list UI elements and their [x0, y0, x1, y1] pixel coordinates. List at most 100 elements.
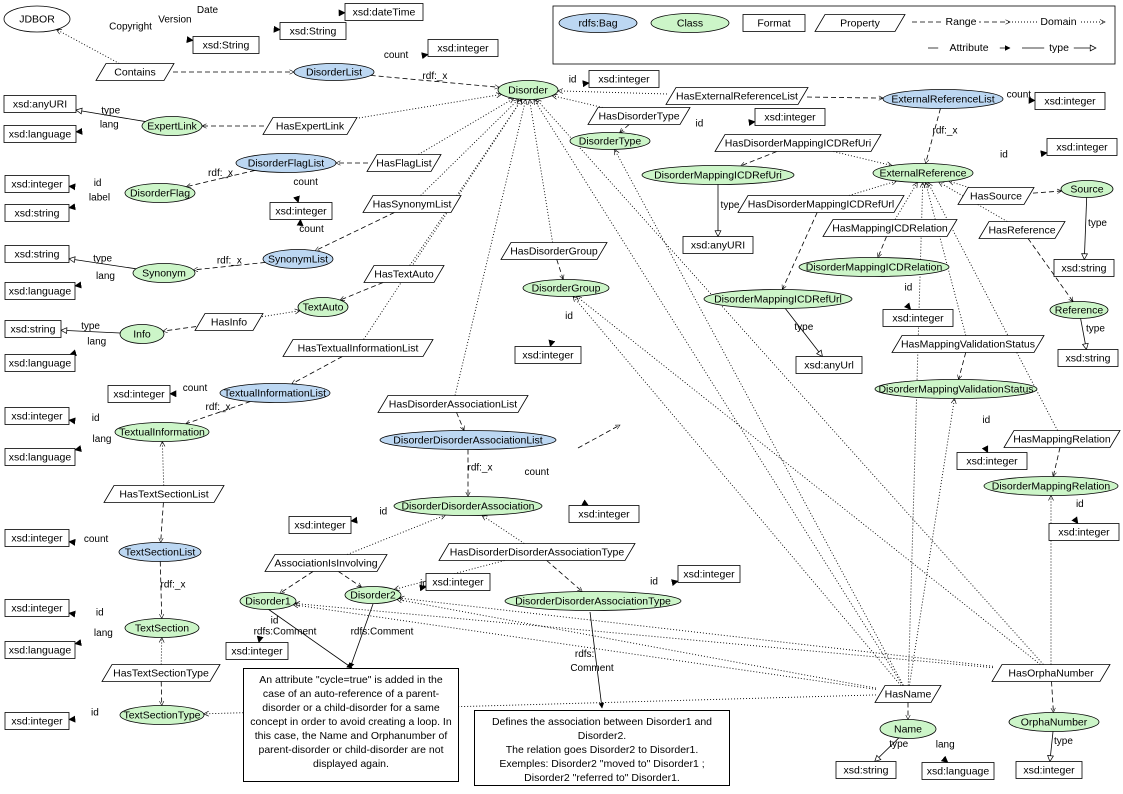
edge-synonym-list-to-int-dfl: count: [296, 218, 324, 235]
node-int-ti: xsd:integer: [4, 407, 70, 425]
edge-has-text-section-type-to-text-section: [161, 637, 162, 665]
node-has-disorder-association-list: HasDisorderAssociationList: [377, 395, 529, 413]
edge-has-reference-to-reference: [1027, 238, 1073, 302]
node-has-reference: HasReference: [978, 221, 1066, 239]
legend-item-format: Format: [742, 14, 806, 32]
node-disorder: Disorder: [497, 80, 559, 100]
node-int-dlcount: xsd:integer: [427, 39, 499, 57]
link-has-name-to-disorder-type: [614, 149, 904, 686]
edge-expert-link-to-uri-el: type: [76, 105, 146, 122]
node-label: HasSynonymList: [373, 199, 452, 211]
edge-has-text-section-list-to-textual-information: [162, 441, 163, 486]
node-textual-information: TextualInformation: [114, 422, 210, 442]
svg-text:Format: Format: [757, 18, 790, 30]
edge-association-is-involving-to-disorder-disorder-association: [347, 515, 445, 555]
edge-label-id: id: [696, 119, 704, 130]
svg-text:Class: Class: [677, 18, 703, 30]
node-label: ExpertLink: [147, 121, 197, 133]
edge-has-text-auto-to-text-auto: [340, 282, 384, 301]
node-label: xsd:integer: [113, 389, 165, 401]
node-orpha-number: OrphaNumber: [1008, 712, 1100, 732]
edge-label-id: id: [271, 615, 279, 626]
edge-label-rdf-x: rdf:_x: [206, 402, 231, 413]
node-label: HasDisorderMappingICDRefUri: [725, 138, 871, 150]
node-label: Reference: [1055, 305, 1104, 317]
edge-label-count: count: [384, 50, 409, 61]
node-int-df: xsd:integer: [4, 175, 70, 193]
edge-textual-information-list-to-int-til: count: [169, 383, 207, 398]
edge-has-synonym-list-to-disorder: [420, 99, 519, 196]
node-label: DisorderDisorderAssociation: [401, 501, 534, 513]
node-label: HasName: [885, 689, 932, 701]
edge-external-reference-list-to-external-reference: rdf:_x: [926, 108, 958, 163]
node-int-orpha: xsd:integer: [1015, 761, 1083, 779]
node-text-section-list: TextSectionList: [118, 542, 202, 562]
edge-label-id: id: [94, 178, 102, 189]
node-str-df: xsd:string: [4, 204, 70, 222]
link-has-orpha-number-to-disorder: [536, 99, 1044, 665]
edge-disorder-list-to-int-dlcount: count: [384, 50, 429, 61]
edge-label-date: Date: [197, 5, 219, 16]
node-label: xsd:integer: [892, 313, 944, 325]
node-disorder-mapping-icdref-uri: DisorderMappingICDRefUri: [641, 165, 795, 185]
edge-has-disorder-association-list-to-disorder-disorder-association-list: [456, 412, 465, 431]
node-label: HasInfo: [211, 317, 247, 329]
node-label: TextSection: [135, 623, 189, 635]
note-association-line: Defines the association between Disorder…: [491, 716, 713, 742]
node-label: TextualInformationList: [224, 388, 326, 400]
node-label: xsd:integer: [437, 43, 489, 55]
edge-has-disorder-disorder-association-type-to-disorder-disorder-association-type: [546, 560, 583, 592]
edge-disorder-disorder-association-type-to-int-ddat: id: [650, 576, 679, 587]
node-label: HasDisorderAssociationList: [389, 399, 517, 411]
edge-jdbor-to-dt-date: Date: [197, 5, 346, 17]
legend-item-class: Class: [650, 13, 730, 33]
node-int-d2: xsd:integer: [425, 573, 491, 591]
node-disorder-type: DisorderType: [569, 132, 651, 150]
node-str-syn: xsd:string: [4, 245, 70, 263]
node-label: xsd:integer: [275, 206, 327, 218]
node-int-mvs: xsd:integer: [956, 452, 1028, 470]
edge-name-to-str-name: type: [875, 737, 909, 762]
node-disorder-disorder-association: DisorderDisorderAssociation: [393, 496, 543, 516]
edge-label-type: type: [1054, 736, 1073, 747]
node-label: AssociationIsInvolving: [274, 558, 377, 570]
comment-arrow-2: [349, 603, 374, 669]
rdfs-comment-label-1: rdfs:Comment: [254, 627, 317, 638]
node-dt-date: xsd:dateTime: [344, 3, 424, 21]
node-int-d1: xsd:integer: [225, 642, 289, 660]
node-lang-info: xsd:language: [4, 354, 76, 372]
node-label: Name: [894, 724, 922, 736]
node-text-section-type: TextSectionType: [119, 705, 205, 725]
edge-has-text-auto-to-disorder: [409, 99, 522, 266]
edge-label-type: type: [721, 200, 740, 211]
node-label: JDBOR: [19, 14, 55, 26]
node-has-source: HasSource: [957, 187, 1035, 205]
node-label: HasSource: [970, 191, 1022, 203]
edge-has-text-section-list-to-text-section-list: [161, 502, 164, 543]
node-label: xsd:anyUrl: [804, 360, 854, 372]
edge-has-mapping-icdrelation-to-disorder-mapping-icdrelation: [878, 236, 887, 258]
node-label: DisorderMappingICDRelation: [806, 262, 943, 274]
legend-item-attribute: Attribute: [928, 41, 1011, 55]
edge-label-type: type: [1088, 218, 1107, 229]
edge-contains-to-jdbor: [56, 29, 120, 64]
node-synonym-list: SynonymList: [262, 249, 334, 269]
node-int-ddal: xsd:integer: [568, 505, 640, 523]
edge-disorder2-to-int-d2: id: [419, 579, 428, 592]
node-label: xsd:integer: [11, 603, 63, 615]
edge-has-textual-information-list-to-disorder: [363, 99, 522, 340]
edge-disorder1-to-int-d1: id: [256, 615, 279, 644]
node-str-ver: xsd:String: [279, 22, 347, 40]
node-disorder-list: DisorderList: [293, 63, 375, 81]
edge-text-section-list-to-text-section: rdf:_x: [160, 561, 186, 618]
node-text-section: TextSection: [124, 618, 200, 638]
edge-disorder-to-int-did: id: [569, 74, 590, 88]
node-disorder-disorder-association-type: DisorderDisorderAssociationType: [504, 591, 682, 611]
legend-item-property: Property: [814, 14, 906, 32]
node-has-info: HasInfo: [194, 313, 264, 331]
node-has-disorder-disorder-association-type: HasDisorderDisorderAssociationType: [438, 543, 636, 561]
edge-label-lang: lang: [87, 336, 106, 347]
node-int-ddat: xsd:integer: [677, 565, 741, 583]
node-label: xsd:string: [11, 324, 56, 336]
node-label: DisorderMappingRelation: [992, 481, 1111, 493]
